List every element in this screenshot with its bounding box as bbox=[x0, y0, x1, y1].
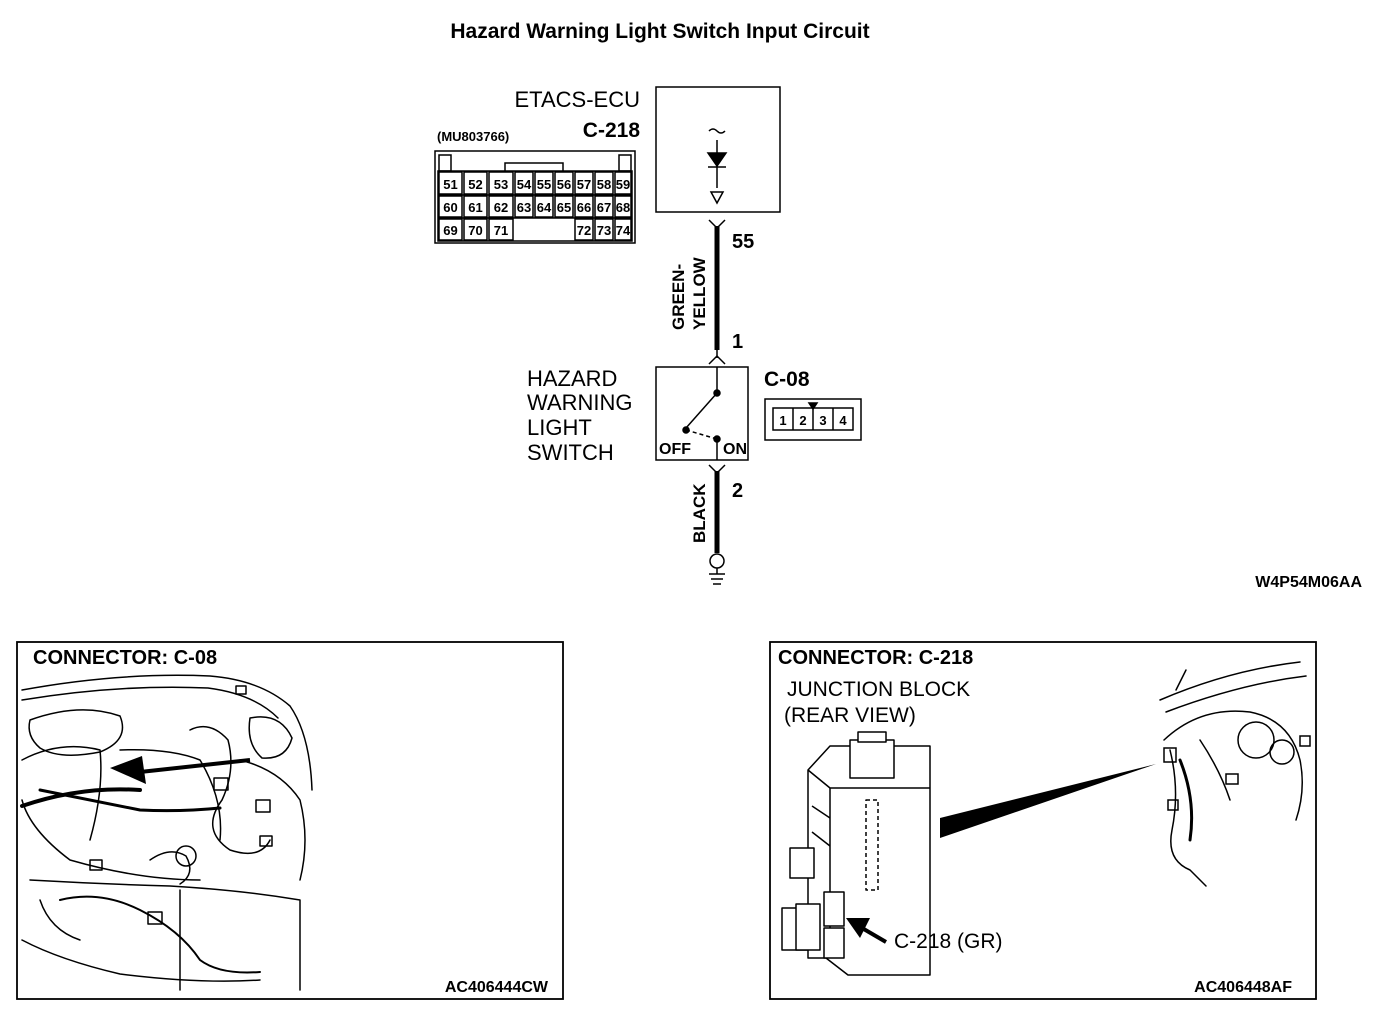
ecu-pin-cell: 70 bbox=[468, 223, 482, 238]
ecu-pin-cell: 65 bbox=[557, 200, 571, 215]
ecu-pin-55-label: 55 bbox=[732, 231, 754, 253]
ecu-part-number: (MU803766) bbox=[437, 129, 509, 144]
junction-block-illustration bbox=[781, 731, 931, 976]
ecu-pin-cell: 63 bbox=[517, 200, 531, 215]
ecu-connector-face bbox=[434, 150, 636, 244]
ecu-pin-cell: 52 bbox=[468, 177, 482, 192]
ecu-pin-cell: 73 bbox=[597, 223, 611, 238]
svg-text:GREEN-: GREEN- bbox=[669, 264, 688, 330]
ecu-pin-cell: 58 bbox=[597, 177, 611, 192]
wire-green-yellow bbox=[708, 219, 726, 365]
ecu-pin-cell: 62 bbox=[494, 200, 508, 215]
switch-contact-icon bbox=[682, 367, 721, 460]
connector-c08-title: CONNECTOR: C-08 bbox=[33, 647, 217, 669]
page-title: Hazard Warning Light Switch Input Circui… bbox=[450, 20, 869, 43]
c218-callout-label: C-218 (GR) bbox=[894, 930, 1003, 953]
switch-pin-1-label: 1 bbox=[732, 331, 743, 353]
switch-box bbox=[655, 366, 749, 461]
svg-text:YELLOW: YELLOW bbox=[690, 256, 709, 330]
ecu-internal-diode-icon bbox=[706, 128, 728, 205]
connector-c218-title: CONNECTOR: C-218 bbox=[778, 647, 973, 669]
switch-pin-cell: 1 bbox=[779, 413, 786, 428]
ecu-pin-cell: 66 bbox=[577, 200, 591, 215]
switch-pin-cell: 2 bbox=[799, 413, 806, 428]
ecu-pin-cell: 74 bbox=[616, 223, 631, 238]
ecu-box bbox=[655, 86, 781, 213]
ecu-pin-cell: 61 bbox=[468, 200, 482, 215]
diagram-code: W4P54M06AA bbox=[1255, 574, 1362, 591]
switch-name-line4: SWITCH bbox=[527, 440, 614, 465]
switch-name-line3: LIGHT bbox=[527, 415, 592, 440]
ecu-pin-cell: 56 bbox=[557, 177, 571, 192]
connector-c218-code: AC406448AF bbox=[1194, 979, 1292, 996]
dash-detail-illustration bbox=[1159, 661, 1311, 887]
switch-connector-label: C-08 bbox=[764, 368, 810, 391]
wire-black bbox=[708, 464, 726, 569]
connector-c08-code: AC406444CW bbox=[445, 979, 549, 996]
wire-color-green-yellow: GREEN- YELLOW bbox=[669, 256, 709, 330]
rear-view-label: (REAR VIEW) bbox=[784, 704, 916, 727]
ecu-pin-cell: 59 bbox=[616, 177, 630, 192]
switch-on-label: ON bbox=[723, 441, 747, 458]
dashboard-illustration bbox=[20, 674, 313, 991]
zoom-wedge bbox=[940, 764, 1156, 838]
ecu-pin-cell: 53 bbox=[494, 177, 508, 192]
ecu-pin-cell: 57 bbox=[577, 177, 591, 192]
junction-block-label: JUNCTION BLOCK bbox=[787, 678, 970, 701]
switch-name-line2: WARNING bbox=[527, 390, 633, 415]
wire-color-black: BLACK bbox=[690, 483, 709, 543]
ecu-pin-cell: 55 bbox=[537, 177, 551, 192]
ecu-connector-label: C-218 bbox=[583, 119, 641, 142]
ecu-pin-grid: 51 52 53 54 55 56 57 58 59 60 61 62 63 64 65 66 67 68 69 70… bbox=[443, 177, 631, 238]
ecu-pin-cell: 67 bbox=[597, 200, 611, 215]
switch-off-label: OFF bbox=[659, 441, 691, 458]
ecu-pin-cell: 60 bbox=[443, 200, 457, 215]
ecu-pin-cell: 72 bbox=[577, 223, 591, 238]
ground-icon bbox=[709, 568, 725, 585]
connector-c08-panel bbox=[16, 641, 564, 1000]
switch-pin-cell: 3 bbox=[819, 413, 826, 428]
switch-pin-2-label: 2 bbox=[732, 480, 743, 502]
switch-connector-face bbox=[764, 398, 862, 441]
ecu-pin-cell: 68 bbox=[616, 200, 630, 215]
ecu-pin-cell: 54 bbox=[517, 177, 532, 192]
ecu-name: ETACS-ECU bbox=[515, 87, 641, 112]
c218-callout-arrow bbox=[846, 918, 888, 944]
c08-location-arrow bbox=[110, 756, 251, 784]
ecu-pin-cell: 51 bbox=[443, 177, 457, 192]
ecu-pin-cell: 71 bbox=[494, 223, 508, 238]
switch-name-line1: HAZARD bbox=[527, 366, 617, 391]
ecu-pin-cell: 69 bbox=[443, 223, 457, 238]
ecu-pin-cell: 64 bbox=[537, 200, 552, 215]
switch-pin-cell: 4 bbox=[839, 413, 847, 428]
